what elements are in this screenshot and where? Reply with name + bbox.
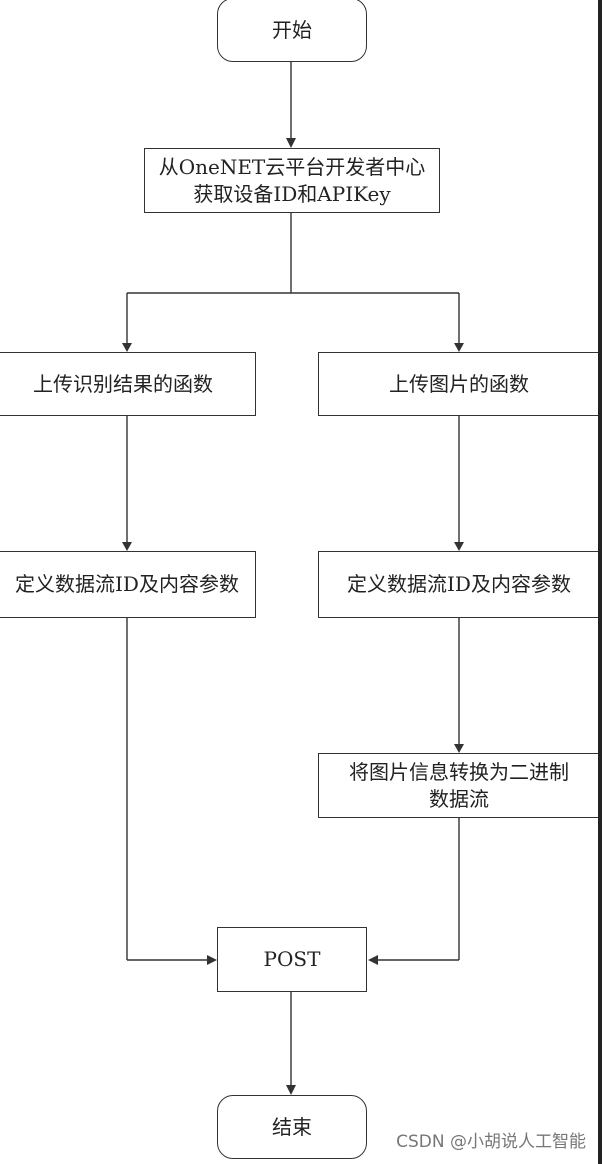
upload-result-function-node: 上传识别结果的函数 — [0, 352, 256, 416]
arrowhead — [122, 343, 132, 352]
upload-image-function-node: 上传图片的函数 — [318, 352, 600, 416]
arrowhead — [368, 955, 378, 965]
arrowhead — [454, 542, 464, 551]
start-node: 开始 — [217, 0, 367, 62]
end-label: 结束 — [272, 1114, 312, 1139]
post-node: POST — [217, 927, 367, 992]
post-label: POST — [263, 947, 321, 971]
get-credentials-label: 从OneNET云平台开发者中心 获取设备ID和APIKey — [158, 154, 426, 206]
upload-image-function-label: 上传图片的函数 — [389, 371, 529, 396]
watermark: CSDN @小胡说人工智能 — [396, 1132, 586, 1152]
define-stream-left-node: 定义数据流ID及内容参数 — [0, 551, 256, 618]
end-node: 结束 — [217, 1095, 367, 1159]
arrowhead — [454, 343, 464, 352]
arrowhead — [207, 955, 217, 965]
convert-binary-label: 将图片信息转换为二进制 数据流 — [349, 759, 569, 811]
upload-result-function-label: 上传识别结果的函数 — [33, 371, 213, 396]
arrowhead — [454, 744, 464, 753]
convert-binary-node: 将图片信息转换为二进制 数据流 — [318, 753, 600, 818]
define-stream-right-label: 定义数据流ID及内容参数 — [347, 572, 571, 596]
define-stream-right-node: 定义数据流ID及内容参数 — [318, 551, 600, 618]
arrowhead — [286, 138, 296, 148]
arrowhead — [286, 1085, 296, 1095]
define-stream-left-label: 定义数据流ID及内容参数 — [15, 572, 239, 596]
arrowhead — [122, 542, 132, 551]
start-label: 开始 — [272, 17, 312, 42]
get-credentials-node: 从OneNET云平台开发者中心 获取设备ID和APIKey — [144, 148, 440, 213]
page-border — [598, 0, 602, 1164]
